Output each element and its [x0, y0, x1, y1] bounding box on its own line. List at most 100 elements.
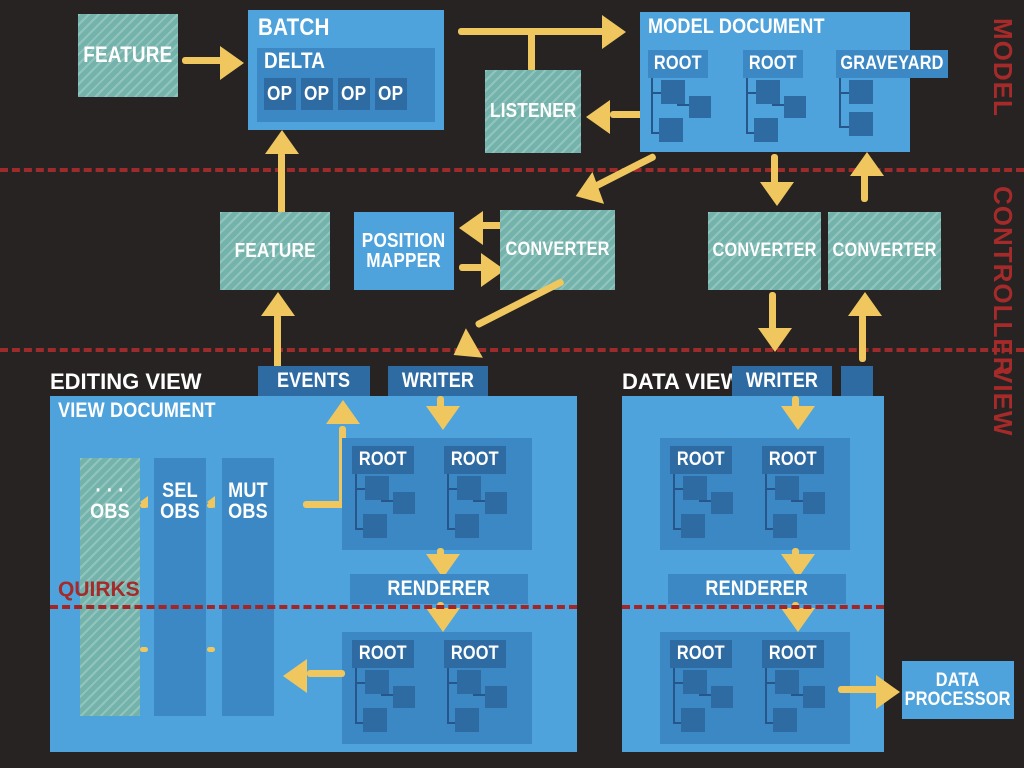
op-label: OP [378, 82, 404, 105]
delta-box[interactable]: DELTA OP OP OP OP [257, 48, 435, 122]
model-feature-label: FEATURE [83, 42, 173, 68]
tree-root-header: ROOT [762, 640, 824, 668]
controller-feature-label: FEATURE [234, 239, 316, 262]
events-label: EVENTS [277, 369, 351, 393]
observer-label: · · · OBS [84, 480, 136, 523]
op-label: OP [304, 82, 330, 105]
position-mapper-box[interactable]: POSITION MAPPER [354, 212, 454, 290]
op-box[interactable]: OP [264, 78, 296, 110]
quirks-label: QUIRKS [58, 578, 140, 601]
tree-glyph [746, 78, 818, 142]
data-renderer-box[interactable]: RENDERER [668, 574, 846, 604]
model-tree-graveyard[interactable]: GRAVEYARD [836, 50, 948, 136]
tree-glyph [355, 474, 427, 538]
zone-label-view: VIEW [988, 366, 1018, 437]
data-lower-tree-1[interactable]: ROOT [670, 640, 733, 732]
converter-box-data-down[interactable]: CONVERTER [708, 212, 821, 290]
tree-root-header: GRAVEYARD [836, 50, 948, 78]
zone-divider-model-controller [0, 168, 1024, 172]
op-label: OP [341, 82, 367, 105]
data-processor-box[interactable]: DATA PROCESSOR [902, 661, 1014, 719]
tree-root-header: ROOT [743, 50, 803, 78]
view-document-title: VIEW DOCUMENT [58, 399, 216, 422]
tree-root-label: ROOT [749, 53, 797, 75]
converter-box-data-up[interactable]: CONVERTER [828, 212, 941, 290]
controller-feature-box[interactable]: FEATURE [220, 212, 330, 290]
data-processor-label: DATA PROCESSOR [905, 669, 1011, 710]
data-writer-tab[interactable]: WRITER [732, 366, 832, 396]
model-tree-root-1[interactable]: ROOT [648, 50, 711, 142]
zone-label-controller: CONTROLLER [988, 186, 1018, 377]
delta-title: DELTA [264, 48, 326, 73]
editing-writer-label: WRITER [401, 369, 475, 393]
tree-root-label: ROOT [451, 643, 499, 665]
data-processor-line1: DATA [936, 669, 980, 691]
data-renderer-label: RENDERER [705, 577, 809, 601]
op-box[interactable]: OP [301, 78, 333, 110]
tree-root-header: ROOT [670, 446, 732, 474]
listener-box[interactable]: LISTENER [485, 70, 581, 153]
editing-lower-tree-container: ROOT ROOT [342, 632, 532, 744]
data-quirks-divider [622, 605, 884, 609]
tree-glyph [765, 474, 837, 538]
editing-view-title: EDITING VIEW [50, 369, 202, 394]
data-lower-tree-2[interactable]: ROOT [762, 640, 825, 732]
editing-renderer-box[interactable]: RENDERER [350, 574, 528, 604]
observer-column-mut[interactable]: MUT OBS [222, 458, 274, 716]
tree-glyph [673, 668, 745, 732]
tree-glyph [673, 474, 745, 538]
data-upper-tree-1[interactable]: ROOT [670, 446, 733, 538]
events-tab[interactable]: EVENTS [258, 366, 370, 396]
observer-line2: OBS [90, 500, 130, 524]
editing-upper-tree-2[interactable]: ROOT [444, 446, 507, 538]
editing-lower-tree-2[interactable]: ROOT [444, 640, 507, 732]
op-box[interactable]: OP [375, 78, 407, 110]
model-feature-box[interactable]: FEATURE [78, 14, 178, 97]
editing-renderer-label: RENDERER [387, 577, 491, 601]
op-box[interactable]: OP [338, 78, 370, 110]
batch-title: BATCH [258, 14, 330, 41]
observer-column-other[interactable]: · · · OBS [80, 458, 140, 716]
editing-upper-tree-container: ROOT ROOT [342, 438, 532, 550]
observer-column-sel[interactable]: SEL OBS [154, 458, 206, 716]
model-document-title: MODEL DOCUMENT [648, 15, 825, 38]
data-view-panel: ROOT ROOT [622, 396, 884, 752]
tree-root-label: ROOT [359, 449, 407, 471]
editing-view-panel: VIEW DOCUMENT · · · OBS SEL OBS MUT OBS [50, 396, 577, 752]
tree-glyph [447, 474, 519, 538]
converter-box-editing[interactable]: CONVERTER [500, 210, 615, 290]
editing-lower-tree-1[interactable]: ROOT [352, 640, 415, 732]
editing-writer-tab[interactable]: WRITER [388, 366, 488, 396]
delta-op-list: OP OP OP OP [264, 78, 407, 110]
data-view-title: DATA VIEW [622, 369, 742, 394]
editing-upper-tree-1[interactable]: ROOT [352, 446, 415, 538]
model-document-box[interactable]: MODEL DOCUMENT ROOT ROOT [640, 12, 948, 152]
data-view-extra-tab[interactable] [841, 366, 873, 396]
position-mapper-line2: MAPPER [366, 250, 442, 272]
observer-line1: SEL [162, 479, 198, 502]
tree-root-header: ROOT [670, 640, 732, 668]
zone-label-model: MODEL [988, 18, 1018, 117]
converter-label: CONVERTER [832, 240, 937, 262]
data-lower-tree-container: ROOT ROOT [660, 632, 850, 744]
tree-root-label: GRAVEYARD [840, 53, 944, 75]
tree-glyph [651, 78, 723, 142]
op-label: OP [267, 82, 293, 105]
tree-root-header: ROOT [352, 446, 414, 474]
listener-label: LISTENER [489, 100, 577, 123]
tree-root-header: ROOT [444, 640, 506, 668]
tree-glyph [765, 668, 837, 732]
zone-divider-controller-view [0, 348, 1024, 352]
observer-line1: · · · [95, 479, 125, 502]
model-tree-root-2[interactable]: ROOT [743, 50, 806, 142]
position-mapper-label: POSITION MAPPER [362, 229, 446, 272]
observer-label: SEL OBS [158, 480, 203, 523]
quirks-divider [50, 605, 577, 609]
batch-box[interactable]: BATCH DELTA OP OP OP OP [248, 10, 444, 130]
tree-root-label: ROOT [451, 449, 499, 471]
position-mapper-line1: POSITION [362, 229, 446, 252]
tree-root-label: ROOT [769, 449, 817, 471]
tree-root-label: ROOT [769, 643, 817, 665]
data-upper-tree-2[interactable]: ROOT [762, 446, 825, 538]
